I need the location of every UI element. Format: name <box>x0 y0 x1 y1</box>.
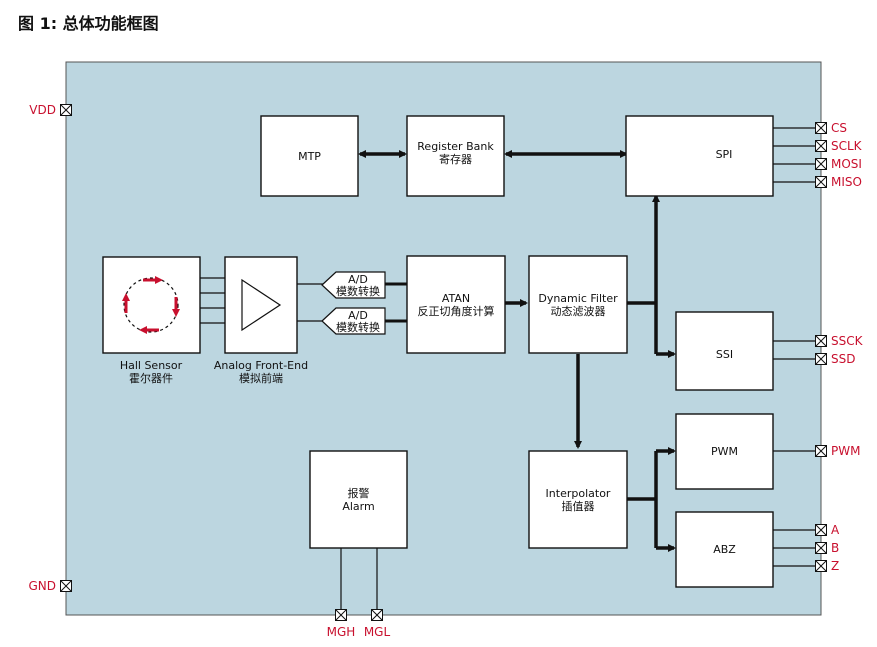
ad2-label-cn: 模数转换 <box>336 320 380 334</box>
pin-gnd: GND <box>28 579 72 593</box>
dynamic-filter-block: Dynamic Filter 动态滤波器 <box>528 255 628 354</box>
pin-mosi: MOSI <box>815 157 862 171</box>
pin-ssck: SSCK <box>815 334 864 348</box>
ad2-label-en: A/D <box>348 309 368 322</box>
spi-label: SPI <box>716 148 733 161</box>
amplifier-icon <box>241 278 282 332</box>
dynamic-filter-label-en: Dynamic Filter <box>538 292 618 305</box>
pin-mgl: MGL <box>364 609 391 639</box>
hall-arrow-icons <box>122 276 180 334</box>
pin-label-ssck: SSCK <box>831 334 864 348</box>
spi-block: SPI <box>625 115 774 197</box>
pin-label-b: B <box>831 541 839 555</box>
afe-block: Analog Front-End 模拟前端 <box>214 256 308 385</box>
alarm-label-en: Alarm <box>342 500 374 513</box>
pin-label-vdd: VDD <box>29 103 56 117</box>
pin-cs: CS <box>815 121 847 135</box>
connections <box>200 127 816 609</box>
ad-converter-2: A/D 模数转换 <box>321 307 386 335</box>
register-bank-block: Register Bank 寄存器 <box>406 115 505 197</box>
pin-label-mosi: MOSI <box>831 157 862 171</box>
pin-vdd: VDD <box>29 103 72 117</box>
mtp-block: MTP <box>260 115 359 197</box>
afe-label-cn: 模拟前端 <box>239 371 283 385</box>
hall-sensor-label-en: Hall Sensor <box>120 359 183 372</box>
pin-label-cs: CS <box>831 121 847 135</box>
interpolator-label-cn: 插值器 <box>562 499 595 513</box>
pin-z: Z <box>815 559 839 573</box>
pin-b: B <box>815 541 839 555</box>
atan-label-en: ATAN <box>442 292 470 305</box>
pin-label-pwm: PWM <box>831 444 860 458</box>
figure-title: 图 1: 总体功能框图 <box>18 14 159 33</box>
hall-sensor-label-cn: 霍尔器件 <box>129 372 173 385</box>
pin-label-mgh: MGH <box>327 625 356 639</box>
alarm-label-cn: 报警 <box>348 486 370 500</box>
afe-label-en: Analog Front-End <box>214 359 308 372</box>
pwm-block: PWM <box>675 413 774 490</box>
abz-label: ABZ <box>713 543 736 556</box>
pin-miso: MISO <box>815 175 862 189</box>
pin-label-miso: MISO <box>831 175 862 189</box>
register-bank-label-en: Register Bank <box>417 140 494 153</box>
pin-pwm: PWM <box>815 444 860 458</box>
pin-label-z: Z <box>831 559 839 573</box>
ad1-label-cn: 模数转换 <box>336 284 380 298</box>
pins: VDD GND CS SCLK MOSI MISO SSCK SSD PWM ABZ MGH MGL <box>28 103 863 639</box>
ad-converter-1: A/D 模数转换 <box>321 271 386 299</box>
interpolator-label-en: Interpolator <box>546 487 611 500</box>
abz-block: ABZ <box>675 511 774 588</box>
pwm-block-label: PWM <box>711 445 738 458</box>
atan-block: ATAN 反正切角度计算 <box>406 255 506 354</box>
ssi-label: SSI <box>716 348 733 361</box>
pin-mgh: MGH <box>327 609 356 639</box>
pin-label-a: A <box>831 523 840 537</box>
pin-label-sclk: SCLK <box>831 139 863 153</box>
alarm-block: 报警 Alarm <box>309 450 408 549</box>
pin-label-gnd: GND <box>28 579 56 593</box>
atan-label-cn: 反正切角度计算 <box>418 304 495 318</box>
pin-label-ssd: SSD <box>831 352 855 366</box>
pin-label-mgl: MGL <box>364 625 391 639</box>
mtp-label: MTP <box>298 150 321 163</box>
pin-a: A <box>815 523 840 537</box>
hall-sensor-block: Hall Sensor 霍尔器件 <box>102 256 201 385</box>
pin-sclk: SCLK <box>815 139 863 153</box>
register-bank-label-cn: 寄存器 <box>439 152 472 166</box>
ad1-label-en: A/D <box>348 273 368 286</box>
hall-circle <box>123 277 179 333</box>
dynamic-filter-label-cn: 动态滤波器 <box>551 305 606 318</box>
interpolator-block: Interpolator 插值器 <box>528 450 628 549</box>
pin-ssd: SSD <box>815 352 855 366</box>
ssi-block: SSI <box>675 311 774 391</box>
